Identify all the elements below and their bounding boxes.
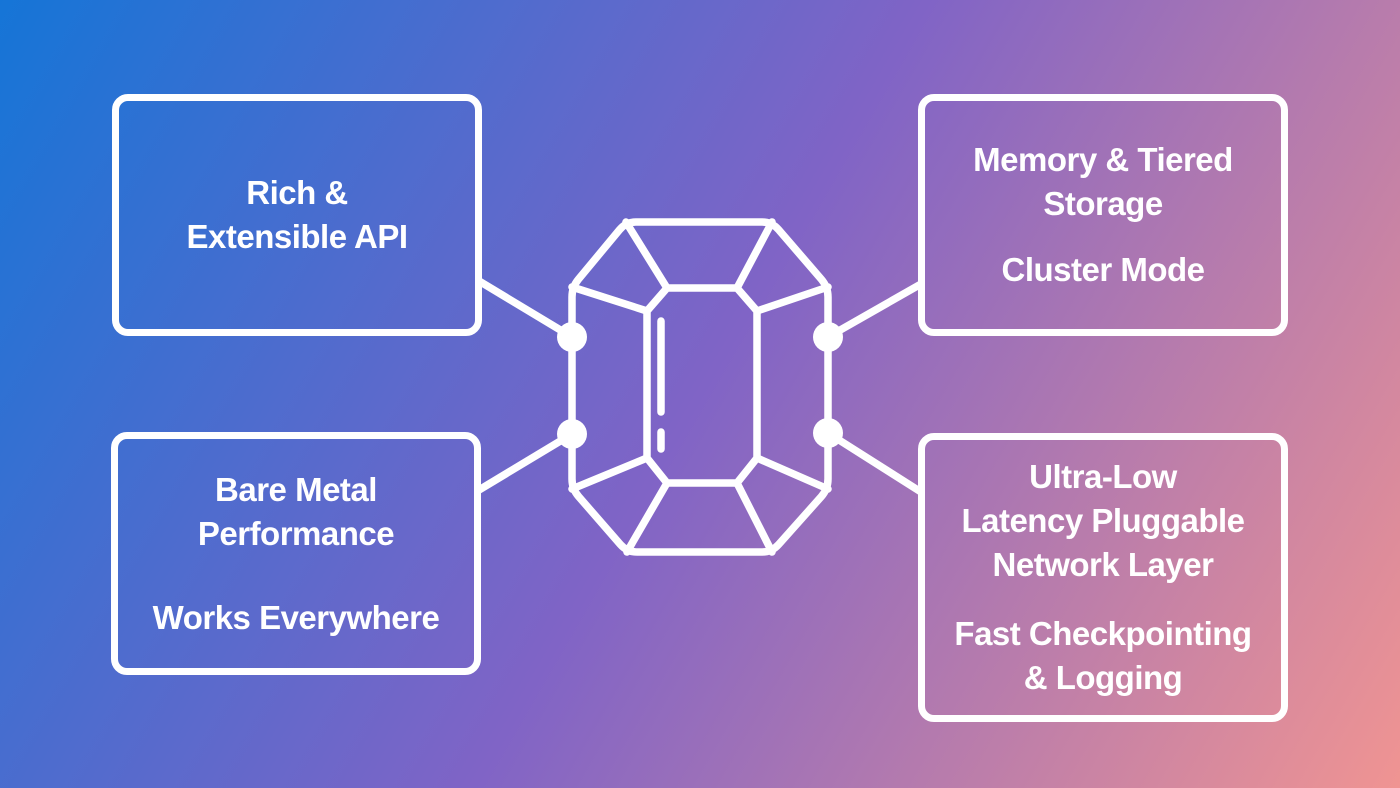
feature-box-bare-metal-performance: Bare Metal Performance Works Everywhere xyxy=(111,432,481,675)
feature-paragraph: Cluster Mode xyxy=(1001,248,1205,292)
feature-text-line: Memory & Tiered xyxy=(973,141,1233,178)
feature-box-memory-tiered-storage: Memory & Tiered Storage Cluster Mode xyxy=(918,94,1288,336)
feature-text-line: Rich & xyxy=(246,174,348,211)
feature-text-line: Ultra-Low xyxy=(1029,458,1177,495)
gem-facet-line xyxy=(623,479,671,556)
feature-text-line: Latency Pluggable xyxy=(961,502,1245,539)
feature-paragraph: Memory & Tiered Storage xyxy=(973,138,1233,226)
feature-box-ultra-low-latency-network: Ultra-Low Latency Pluggable Network Laye… xyxy=(918,433,1288,722)
feature-paragraph: Ultra-Low Latency Pluggable Network Laye… xyxy=(961,455,1245,587)
connector-dot-right-top xyxy=(813,322,843,352)
gem-facet-line xyxy=(568,283,651,315)
feature-text-line: Fast Checkpointing xyxy=(954,615,1252,652)
connector-dot-right-bottom xyxy=(813,418,843,448)
feature-text-line: Extensible API xyxy=(186,218,408,255)
connector-line-top-right xyxy=(826,280,923,341)
feature-text-line: & Logging xyxy=(1023,659,1183,696)
gem-facet-lines xyxy=(568,218,832,556)
feature-paragraph: Works Everywhere xyxy=(153,596,440,640)
connector-line-top-left xyxy=(477,277,574,341)
feature-text-line: Storage xyxy=(1043,185,1163,222)
feature-text-line: Network Layer xyxy=(992,546,1214,583)
gem-facet-line xyxy=(733,218,776,292)
feature-text-line: Performance xyxy=(197,514,395,552)
feature-text-line: Works Everywhere xyxy=(152,598,440,636)
feature-box-rich-extensible-api: Rich & Extensible API xyxy=(112,94,482,336)
feature-paragraph: Bare Metal Performance xyxy=(197,468,395,556)
connector-dots xyxy=(557,322,843,449)
gem-facet-line xyxy=(753,454,832,493)
connector-line-bottom-right xyxy=(825,429,924,496)
gem-facet-line xyxy=(733,479,776,556)
gem-facet-line xyxy=(753,283,832,315)
connector-dot-left-bottom xyxy=(557,419,587,449)
gem-facet-line xyxy=(622,218,671,292)
gem-facet-line xyxy=(568,454,651,493)
connector-dot-left-top xyxy=(557,322,587,352)
feature-text-line: Bare Metal xyxy=(215,470,377,508)
connector-line-bottom-left xyxy=(477,430,574,494)
feature-paragraph: Rich & Extensible API xyxy=(186,171,408,259)
feature-paragraph: Fast Checkpointing & Logging xyxy=(954,612,1252,700)
gem-outer-octagon xyxy=(568,218,832,556)
feature-text-line: Cluster Mode xyxy=(1001,251,1205,288)
